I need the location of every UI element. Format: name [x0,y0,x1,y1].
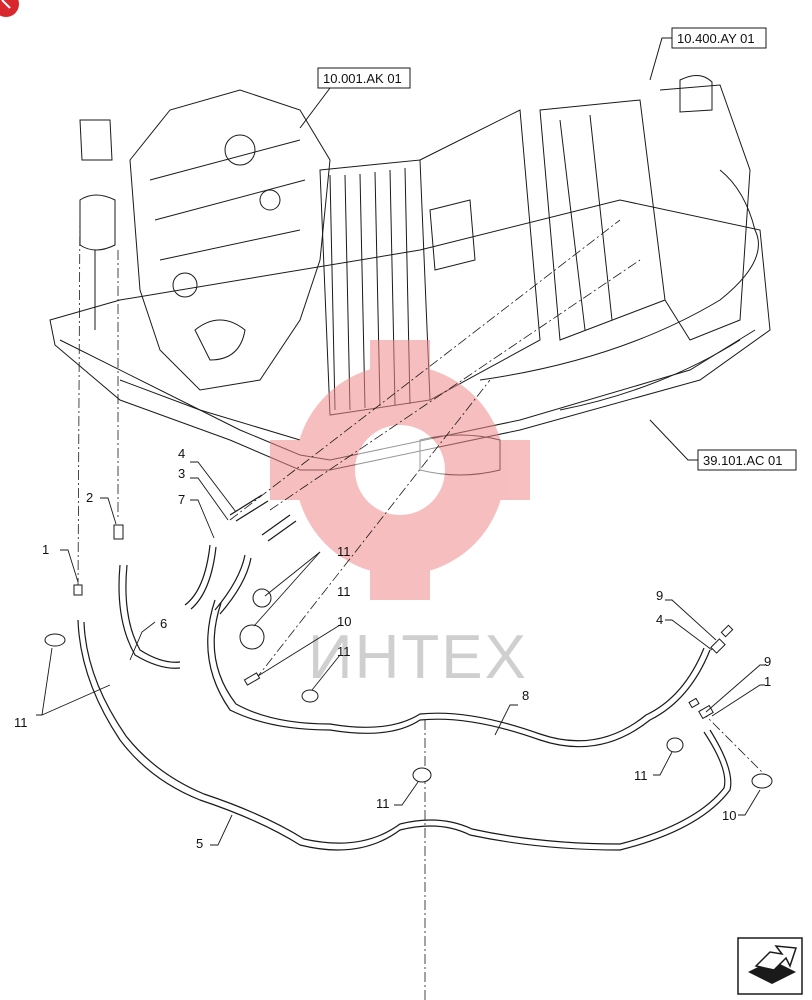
callout-7: 7 [178,492,185,507]
callout-4: 4 [178,446,185,461]
clamp-11d [301,689,319,703]
callout-10: 10 [722,808,736,823]
fitting-9b [688,697,700,709]
hoses [77,494,732,851]
reference-label: 10.400.AY 01 [677,31,755,46]
reference-box-engine[interactable]: 10.001.AK 01 [299,67,411,129]
callout-9: 9 [656,588,663,603]
callout-11: 11 [14,715,28,730]
badge-icon [0,0,19,17]
callout-10: 10 [337,614,351,629]
callout-11: 11 [376,796,390,811]
reference-box-tank[interactable]: 10.400.AY 01 [649,27,767,81]
clamp-11b [252,588,272,608]
next-page-icon[interactable] [737,937,803,995]
fittings [44,524,773,789]
reference-label: 39.101.AC 01 [703,453,783,468]
clamp-11f [666,737,684,753]
callouts: 1 2 4 3 7 6 11 11 10 11 11 8 9 4 9 1 11 … [14,446,771,851]
fitting-10a [243,672,261,686]
fitting-1a [73,584,83,596]
clamp-10b [751,773,773,789]
reference-box-frame[interactable]: 39.101.AC 01 [649,419,797,471]
callout-4: 4 [656,612,663,627]
callout-2: 2 [86,490,93,505]
callout-11: 11 [337,544,351,559]
callout-11: 11 [337,644,351,659]
watermark-text: ИНТЕХ [308,623,528,692]
fitting-4b [710,638,726,654]
leader-lines [77,199,771,1000]
watermark-gear [270,340,530,600]
fitting-9a [720,624,734,638]
callout-6: 6 [160,616,167,631]
callout-3: 3 [178,466,185,481]
reference-label: 10.001.AK 01 [323,71,402,86]
callout-1: 1 [764,674,771,689]
callout-11: 11 [634,768,648,783]
clamp-11a [44,633,66,647]
clamp-11e [412,767,432,783]
callout-9: 9 [764,654,771,669]
machine-illustration [49,75,771,476]
callout-11: 11 [337,584,351,599]
clamp-11c [239,624,265,650]
callout-5: 5 [196,836,203,851]
callout-leaders [36,461,765,846]
fitting-2 [113,524,124,540]
callout-8: 8 [522,688,529,703]
callout-1: 1 [42,542,49,557]
